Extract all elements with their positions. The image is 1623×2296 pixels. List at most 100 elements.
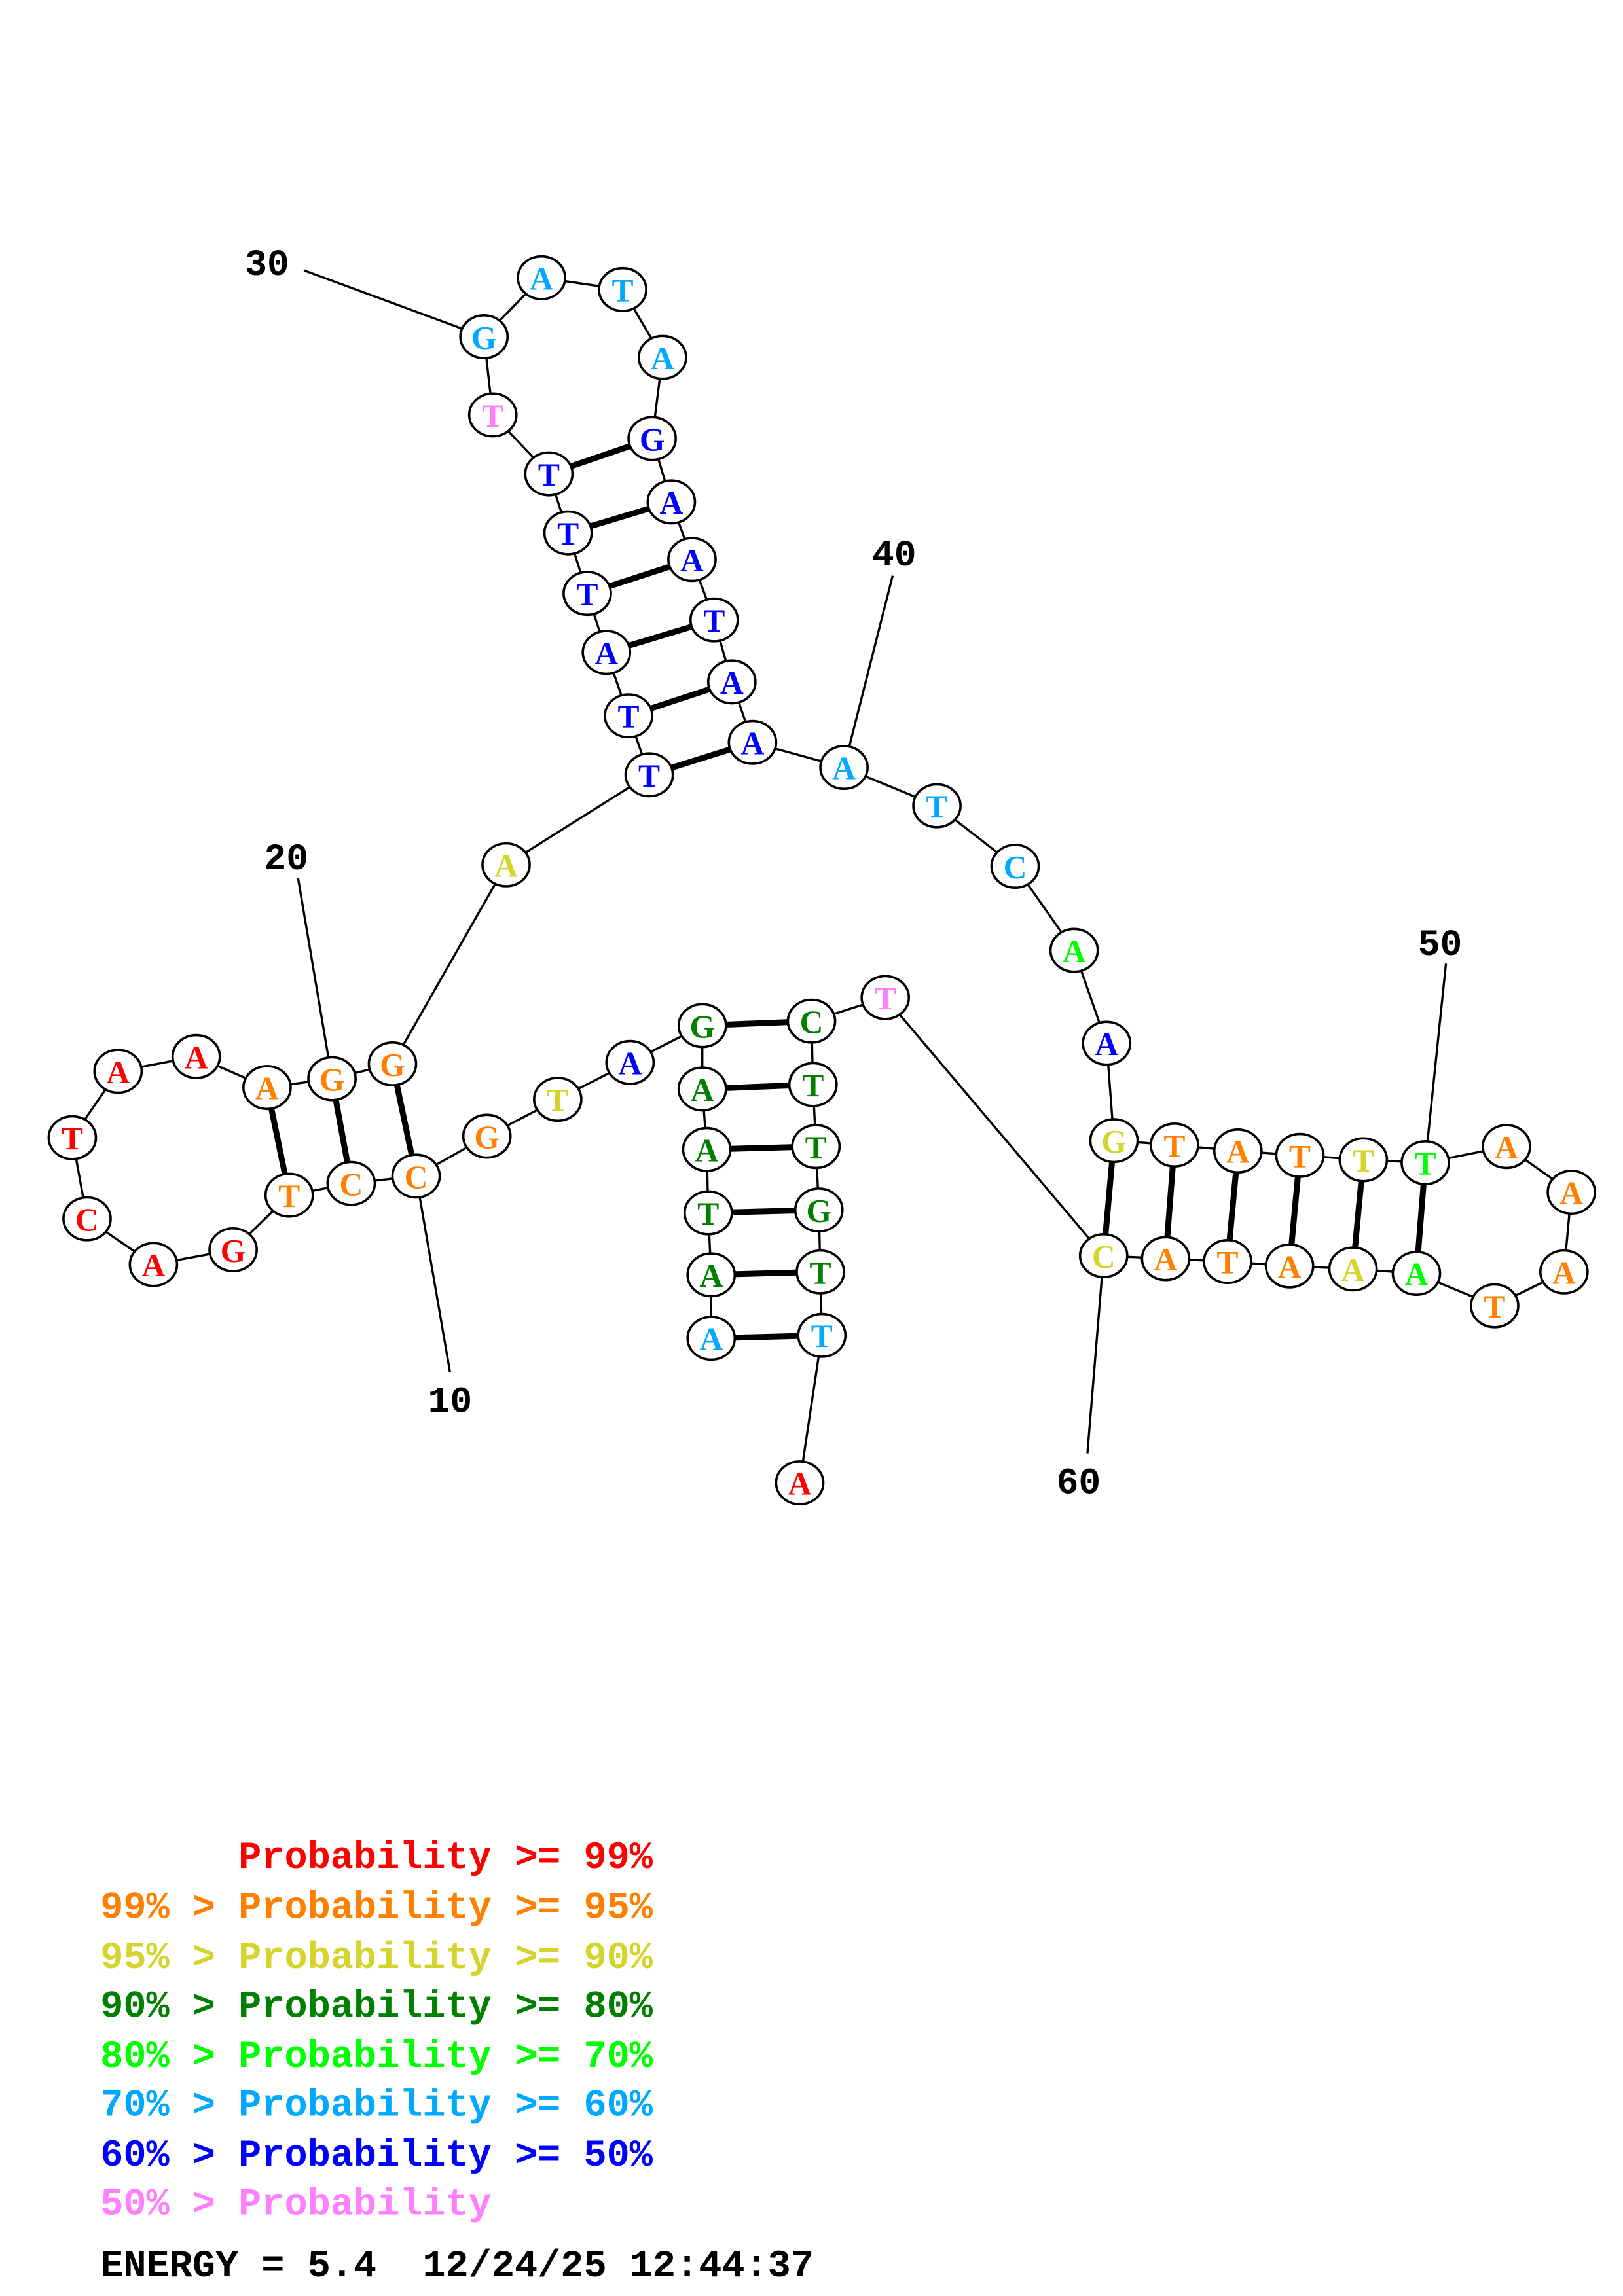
nucleotide-letter: T — [278, 1178, 300, 1214]
nucleotide: T — [604, 693, 653, 739]
nucleotide: A — [686, 1252, 737, 1298]
nucleotide-letter: A — [832, 751, 856, 787]
nucleotide-letter: A — [255, 1071, 279, 1107]
nucleotide-circle — [689, 597, 739, 643]
nucleotide: T — [1203, 1239, 1252, 1285]
nucleotide-circle — [1264, 1243, 1315, 1289]
nucleotide-circle — [128, 1242, 179, 1287]
nucleotide: T — [1275, 1132, 1325, 1178]
nucleotide: A — [1082, 1020, 1132, 1066]
nucleotide-letter: A — [699, 1321, 723, 1357]
nucleotide: A — [1264, 1243, 1315, 1289]
nucleotide-circle — [264, 1172, 314, 1218]
nucleotide-circle — [791, 1124, 841, 1170]
nucleotide-circle — [646, 479, 697, 525]
nucleotide-letter: A — [1559, 1175, 1583, 1211]
nucleotide-circle — [1546, 1170, 1596, 1215]
nucleotide: T — [524, 451, 574, 497]
nucleotide-circle — [786, 998, 837, 1044]
nucleotide-letter: G — [319, 1062, 345, 1098]
nucleotide-letter: T — [1484, 1289, 1505, 1325]
nucleotide-letter: T — [697, 1196, 719, 1232]
nucleotide-circle — [1328, 1246, 1378, 1292]
nucleotide: A — [1049, 927, 1099, 973]
nucleotide: A — [93, 1049, 143, 1094]
nucleotide: T — [795, 1249, 845, 1295]
nucleotide-letter: T — [638, 758, 660, 794]
position-label-30: 30 — [245, 244, 289, 286]
nucleotide: A — [819, 745, 869, 791]
nucleotide: T — [791, 1124, 841, 1170]
nucleotide-circle — [171, 1033, 221, 1079]
nucleotide-letter: A — [1154, 1242, 1177, 1278]
nucleotide: T — [860, 975, 911, 1020]
nucleotide-circle — [581, 630, 632, 675]
nucleotide-circle — [912, 783, 962, 829]
legend-line-80: 90% > Probability >= 80% — [100, 1984, 653, 2028]
nucleotide-circle — [795, 1249, 845, 1295]
nucleotide-letter: A — [699, 1258, 723, 1294]
nucleotide-letter: A — [695, 1132, 719, 1168]
nucleotide: A — [171, 1033, 221, 1079]
nucleotide-circle — [1470, 1283, 1520, 1329]
nucleotide-circle — [481, 842, 531, 888]
nucleotide: A — [727, 719, 778, 765]
nucleotide-letter: A — [185, 1039, 208, 1075]
nucleotide-letter: A — [1341, 1252, 1365, 1288]
nucleotide-circle — [462, 1113, 512, 1159]
nucleotide: A — [1482, 1124, 1531, 1170]
nucleotide-circle — [1078, 1233, 1129, 1278]
nucleotide-circle — [517, 255, 566, 300]
nucleotide: T — [543, 510, 593, 556]
nucleotide: A — [667, 537, 717, 583]
legend-line-50: 60% > Probability >= 50% — [100, 2134, 653, 2178]
nucleotide: T — [788, 1062, 838, 1107]
nucleotide-circle — [1203, 1239, 1252, 1285]
nucleotide-circle — [727, 719, 778, 765]
nucleotide-letter: C — [339, 1166, 363, 1202]
nucleotide: A — [481, 842, 531, 888]
nucleotide-circle — [242, 1065, 292, 1111]
nucleotide-letter: A — [1552, 1255, 1576, 1291]
legend-line-below-50: 50% > Probability — [100, 2182, 492, 2226]
nucleotide: G — [1089, 1118, 1139, 1164]
nucleotide-circle — [93, 1049, 143, 1094]
nucleotide-letter: T — [538, 457, 560, 493]
position-marker-line — [297, 878, 333, 1079]
nucleotide-circle — [524, 451, 574, 497]
position-label-10: 10 — [428, 1381, 473, 1423]
nucleotide-letter: T — [1163, 1128, 1185, 1164]
nucleotide-circle — [638, 334, 687, 380]
legend-line-99: Probability >= 99% — [100, 1836, 653, 1880]
nucleotide-letter: T — [611, 272, 633, 308]
nucleotide-letter: T — [576, 577, 598, 613]
nucleotide: A — [128, 1242, 179, 1287]
nucleotide-circle — [1213, 1128, 1263, 1174]
nucleotide: T — [264, 1172, 314, 1218]
nucleotide: A — [1213, 1128, 1263, 1174]
nucleotide-letter: T — [809, 1255, 831, 1291]
nucleotide-letter: G — [221, 1233, 246, 1269]
nucleotide-circle — [686, 1252, 737, 1298]
nucleotide-circle — [533, 1077, 583, 1122]
nucleotide-circle — [627, 416, 677, 461]
nucleotide: T — [1400, 1140, 1450, 1186]
nucleotide-letter: C — [1092, 1239, 1116, 1275]
nucleotide: T — [598, 266, 647, 312]
nucleotide: T — [624, 752, 674, 798]
nucleotide: A — [638, 334, 687, 380]
backbone-segment — [505, 774, 650, 866]
nucleotide-circle — [677, 1003, 727, 1049]
nucleotide-letter: C — [800, 1004, 824, 1040]
nucleotide-letter: A — [594, 636, 618, 672]
nucleotide: C — [1078, 1233, 1129, 1278]
base-pair-bonds — [264, 435, 1429, 1342]
nucleotide-circle — [860, 975, 911, 1020]
nucleotide-letter: G — [806, 1193, 831, 1229]
nucleotide: T — [1338, 1137, 1389, 1183]
nucleotide-letter: A — [680, 543, 704, 579]
nucleotide-letter: A — [659, 485, 683, 521]
position-label-20: 20 — [264, 838, 308, 880]
legend-line-60: 70% > Probability >= 60% — [100, 2083, 653, 2127]
